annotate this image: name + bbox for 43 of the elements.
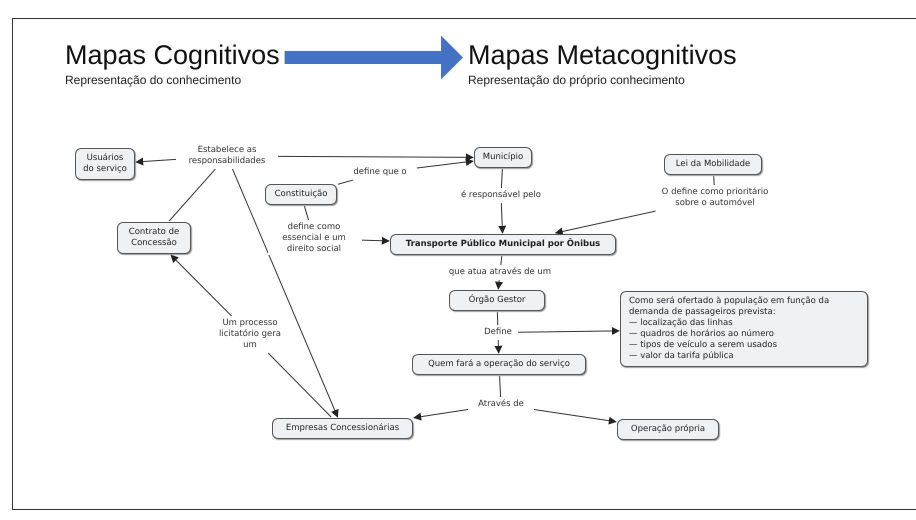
connector-line [500, 256, 502, 266]
note-text: Como será ofertado à população em função da demanda de passageiros prevista: [629, 296, 830, 318]
connector-line [499, 376, 502, 398]
arrow [518, 326, 620, 335]
connector-line [268, 352, 332, 418]
arrow [278, 153, 474, 162]
concept-box: Constituição [265, 184, 337, 206]
arrow [498, 202, 506, 234]
concept-box: Lei da Mobilidade [664, 154, 762, 176]
arrow [554, 210, 656, 236]
arrow [413, 409, 468, 421]
connector-line [338, 180, 354, 185]
list-item: — valor da tarifa pública [629, 351, 735, 362]
connector-line [713, 176, 715, 186]
heading: Mapas Metacognitivos [468, 40, 738, 71]
note-box [620, 291, 868, 368]
arrow [534, 408, 617, 425]
concept-box: Operação própria [617, 419, 719, 440]
concept-box: Usuários do serviço [75, 148, 135, 180]
connector-line [500, 168, 503, 188]
subheading: Representação do próprio conhecimento [468, 73, 686, 87]
arrow [232, 168, 338, 418]
arrow [135, 158, 176, 166]
list-item: — tipos de veículo a serem usados [629, 340, 778, 351]
list-item: — quadros de horários ao número [629, 329, 775, 340]
connector-line [304, 206, 310, 220]
arrow [416, 158, 474, 168]
concept-box: Transporte Público Municipal por Ônibus [390, 234, 616, 256]
arrow [170, 254, 232, 316]
concept-box: Órgão Gestor [449, 290, 545, 312]
arrow [494, 340, 502, 354]
concept-box: Contrato de Concessão [117, 222, 191, 254]
heading: Mapas Cognitivos [65, 40, 280, 71]
connector-line [496, 312, 498, 326]
concept-box: Município [474, 147, 532, 168]
connector-line [168, 168, 216, 222]
concept-box: Quem fará a operação do serviço [412, 354, 586, 376]
block-arrow [284, 36, 463, 80]
arrow [362, 236, 390, 245]
arrow [495, 280, 503, 290]
concept-box: Empresas Concessionárias [272, 418, 413, 440]
subheading: Representação do conhecimento [65, 73, 242, 87]
list-item: — localização das linhas [629, 318, 734, 329]
